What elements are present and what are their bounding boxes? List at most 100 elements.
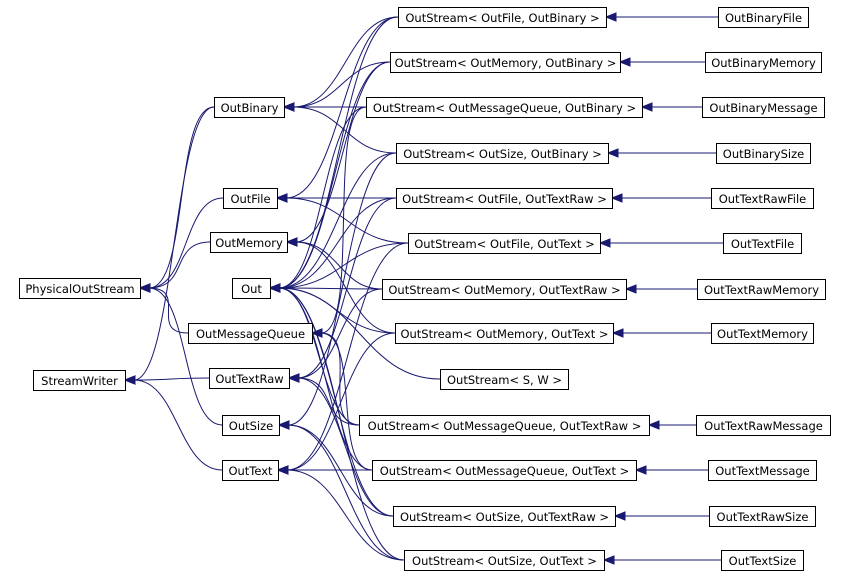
class-label: OutStream< OutSize, OutBinary > [403,147,602,161]
class-node-out-text-file[interactable]: OutTextFile [723,233,802,254]
class-node-os-size-binary[interactable]: OutStream< OutSize, OutBinary > [396,143,609,164]
class-node-os-memory-text[interactable]: OutStream< OutMemory, OutText > [395,323,614,344]
class-node-os-mq-text[interactable]: OutStream< OutMessageQueue, OutText > [372,460,637,481]
class-node-os-mq-text-raw[interactable]: OutStream< OutMessageQueue, OutTextRaw > [359,415,650,436]
edge-line [278,242,409,289]
class-node-os-mq-binary[interactable]: OutStream< OutMessageQueue, OutBinary > [366,97,643,118]
class-box[interactable] [708,460,817,481]
class-box[interactable] [718,7,809,28]
edge-line [278,287,373,471]
class-node-out[interactable]: Out [232,278,271,299]
class-node-physical-out-stream[interactable]: PhysicalOutStream [19,278,141,299]
class-box[interactable] [709,506,816,527]
class-box[interactable] [696,415,831,436]
class-label: OutStream< OutMessageQueue, OutTextRaw > [368,419,642,433]
class-box[interactable] [697,279,826,300]
inheritance-edge-out-text-raw-message-to-os-mq-text-raw [647,420,697,430]
class-box[interactable] [404,550,605,571]
class-node-os-file-binary[interactable]: OutStream< OutFile, OutBinary > [398,7,607,28]
class-node-out-text-raw-message[interactable]: OutTextRawMessage [696,415,831,436]
class-node-out-text-raw[interactable]: OutTextRaw [209,368,290,389]
class-box[interactable] [716,143,811,164]
inheritance-edge-os-size-text-to-out-text [276,465,405,561]
class-node-out-message-queue[interactable]: OutMessageQueue [188,323,313,344]
class-box[interactable] [359,415,650,436]
class-box[interactable] [222,415,280,436]
edge-line [278,197,397,289]
arrowhead-icon [613,511,626,521]
class-node-out-text-raw-memory[interactable]: OutTextRawMemory [697,279,826,300]
class-box[interactable] [721,550,804,571]
class-node-out-text-size[interactable]: OutTextSize [721,550,804,571]
class-node-os-memory-binary[interactable]: OutStream< OutMemory, OutBinary > [390,52,621,73]
class-box[interactable] [210,232,288,253]
class-node-out-text-raw-size[interactable]: OutTextRawSize [709,506,816,527]
class-box[interactable] [396,143,609,164]
class-node-out-binary[interactable]: OutBinary [214,97,285,118]
class-node-out-binary-message[interactable]: OutBinaryMessage [702,97,825,118]
class-box[interactable] [702,97,825,118]
class-label: StreamWriter [41,374,118,388]
edge-line [278,152,397,289]
class-node-out-text-raw-file[interactable]: OutTextRawFile [711,188,814,209]
edge-line [133,377,210,381]
class-box[interactable] [188,323,313,344]
class-box[interactable] [223,188,278,209]
class-box[interactable] [396,188,613,209]
class-label: OutBinaryFile [725,11,802,25]
inheritance-edge-os-size-text-to-out [268,283,405,561]
class-node-out-memory[interactable]: OutMemory [210,232,288,253]
class-box[interactable] [398,7,607,28]
class-box[interactable] [214,97,285,118]
class-node-out-text-message[interactable]: OutTextMessage [708,460,817,481]
class-label: OutStream< OutFile, OutBinary > [405,11,599,25]
class-box[interactable] [232,278,271,299]
class-node-out-text[interactable]: OutText [222,460,279,481]
class-node-out-binary-size[interactable]: OutBinarySize [716,143,811,164]
edge-line [133,379,223,471]
class-node-out-binary-file[interactable]: OutBinaryFile [718,7,809,28]
inheritance-edge-os-size-binary-to-out [268,152,397,293]
inheritance-edge-out-text-to-stream-writer [123,375,223,471]
arrowhead-icon [138,283,151,293]
class-box[interactable] [723,233,802,254]
class-node-os-file-text[interactable]: OutStream< OutFile, OutText > [408,233,601,254]
edge-line [292,16,399,108]
class-box[interactable] [366,97,643,118]
class-node-out-binary-memory[interactable]: OutBinaryMemory [705,52,822,73]
class-node-out-size[interactable]: OutSize [222,415,280,436]
class-node-out-file[interactable]: OutFile [223,188,278,209]
inheritance-edge-out-text-raw-size-to-os-size-text-raw [613,511,710,521]
class-box[interactable] [705,52,822,73]
edge-line [133,106,215,381]
class-label: OutStream< S, W > [447,373,562,387]
edge-line [148,197,224,289]
class-box[interactable] [19,278,141,299]
class-node-os-file-text-raw[interactable]: OutStream< OutFile, OutTextRaw > [396,188,613,209]
edge-line [287,424,405,561]
class-box[interactable] [393,506,616,527]
class-box[interactable] [711,188,814,209]
class-node-os-size-text-raw[interactable]: OutStream< OutSize, OutTextRaw > [393,506,616,527]
class-node-stream-writer[interactable]: StreamWriter [33,370,126,391]
class-node-os-size-text[interactable]: OutStream< OutSize, OutText > [404,550,605,571]
class-box[interactable] [711,323,814,344]
class-node-os-s-w[interactable]: OutStream< S, W > [440,369,569,390]
class-box[interactable] [372,460,637,481]
class-box[interactable] [440,369,569,390]
class-node-os-memory-text-raw[interactable]: OutStream< OutMemory, OutTextRaw > [382,279,627,300]
class-label: OutTextRawFile [719,192,807,206]
class-box[interactable] [408,233,601,254]
class-box[interactable] [33,370,126,391]
class-node-out-text-memory[interactable]: OutTextMemory [711,323,814,344]
edge-line [320,332,373,471]
class-box[interactable] [390,52,621,73]
class-box[interactable] [395,323,614,344]
class-box[interactable] [382,279,627,300]
class-box[interactable] [209,368,290,389]
edge-line [297,197,397,379]
class-label: OutTextMessage [715,464,810,478]
class-box[interactable] [222,460,279,481]
inheritance-edge-out-text-size-to-os-size-text [602,555,721,565]
class-label: OutStream< OutMessageQueue, OutBinary > [373,101,636,115]
